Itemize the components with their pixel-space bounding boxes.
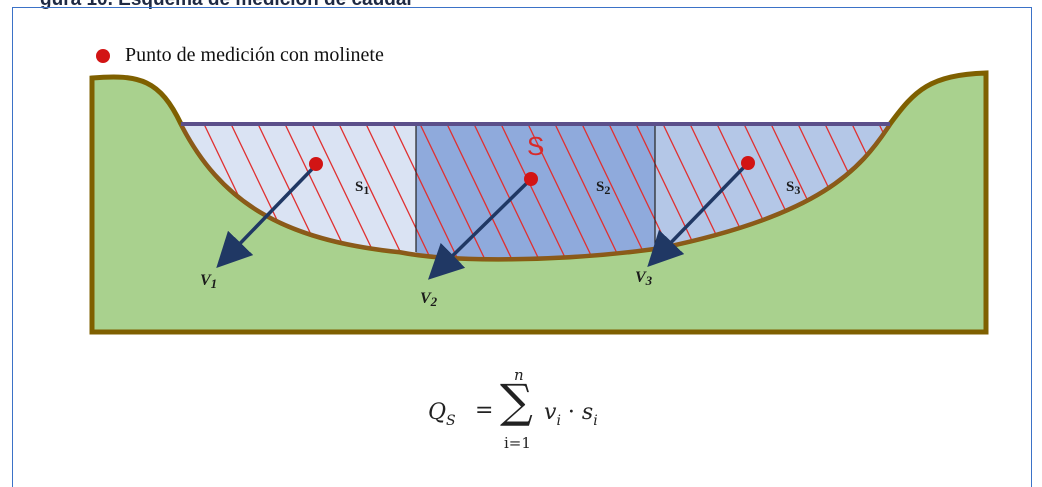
hatch-line [473, 124, 545, 260]
section-s2-area [416, 124, 655, 260]
area-label-s2: S2 [596, 179, 610, 197]
measurement-point-3 [741, 156, 755, 170]
legend-label: Punto de medición con molinete [125, 44, 384, 66]
hatch-line [311, 124, 383, 260]
area-label-s3: S3 [786, 179, 800, 197]
hatch-line [554, 124, 626, 260]
legend: Punto de medición con molinete [96, 44, 384, 67]
header-bar: gura 10. Esquema de medición de caudal [0, 0, 1042, 11]
hatch-line [581, 124, 653, 260]
sum-upper-limit: n [514, 366, 524, 384]
measurement-point-icon [96, 48, 110, 63]
velocity-arrow-3 [647, 161, 750, 268]
formula-lhs: QS [428, 400, 456, 429]
river-bed [179, 122, 892, 262]
figure-caption: gura 10. Esquema de medición de caudal [40, 0, 412, 11]
velocity-arrow-2 [427, 177, 533, 280]
formula-equals: = [475, 398, 494, 423]
measurement-point-2 [524, 172, 538, 186]
velocity-arrow-1 [216, 163, 318, 269]
discharge-formula: QS = n ∑ i=1 vi · si [428, 364, 628, 464]
summation-symbol: ∑ [500, 374, 533, 428]
velocity-label-v1: V1 [200, 272, 217, 291]
hatch-line [419, 124, 491, 260]
total-area-label: S [527, 131, 544, 161]
area-label-s1: S1 [355, 179, 369, 197]
hatch-line [500, 124, 572, 260]
sum-lower-limit: i=1 [504, 434, 531, 452]
velocity-label-v2: V2 [420, 290, 438, 309]
hatch-line [365, 124, 437, 260]
hatch-line [527, 124, 599, 260]
hatch-line [338, 124, 410, 260]
velocity-label-v3: V3 [635, 269, 653, 288]
hatch-line [446, 124, 518, 260]
measurement-point-1 [309, 157, 323, 171]
figure-frame [12, 7, 1032, 487]
formula-term: vi · si [544, 400, 598, 429]
